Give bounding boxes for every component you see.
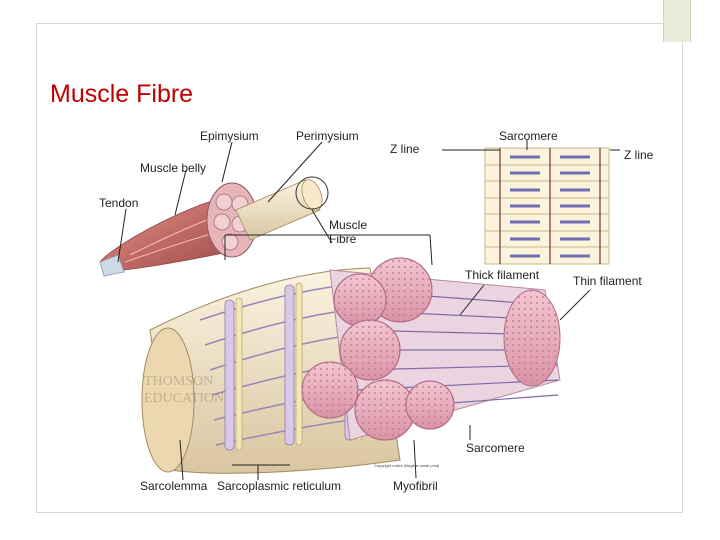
perimysium-fascicle xyxy=(235,176,329,241)
label-tendon: Tendon xyxy=(99,196,139,210)
label-sarcomere-top: Sarcomere xyxy=(499,129,558,143)
watermark-line1: THOMSON xyxy=(144,374,213,389)
label-z-line-right: Z line xyxy=(624,148,654,162)
label-thin-filament: Thin filament xyxy=(573,274,642,288)
label-sarcoplasmic-reticulum: Sarcoplasmic reticulum xyxy=(217,479,342,493)
label-thick-filament: Thick filament xyxy=(465,268,540,282)
watermark-line2: EDUCATION xyxy=(144,391,224,406)
label-perimysium: Perimysium xyxy=(296,129,359,143)
decorative-corner-tab xyxy=(663,0,691,42)
slide-title: Muscle Fibre xyxy=(50,80,194,108)
watermark: THOMSON EDUCATION xyxy=(144,374,224,406)
label-sarcolemma: Sarcolemma xyxy=(140,479,208,493)
label-sarcomere-bottom: Sarcomere xyxy=(466,441,525,455)
sarcomere-detail xyxy=(484,147,610,265)
copyright-notice: Copyright notice (illegible small print) xyxy=(374,463,440,468)
myofibril-cross-sections xyxy=(301,257,455,441)
label-z-line-left: Z line xyxy=(390,142,420,156)
label-epimysium: Epimysium xyxy=(200,129,259,143)
leader-lines xyxy=(117,140,620,481)
label-myofibril: Myofibril xyxy=(393,479,438,493)
label-muscle-fibre: Muscle Fibre xyxy=(329,218,368,246)
epimysium-bundle xyxy=(206,182,258,258)
label-muscle-belly: Muscle belly xyxy=(140,161,207,175)
